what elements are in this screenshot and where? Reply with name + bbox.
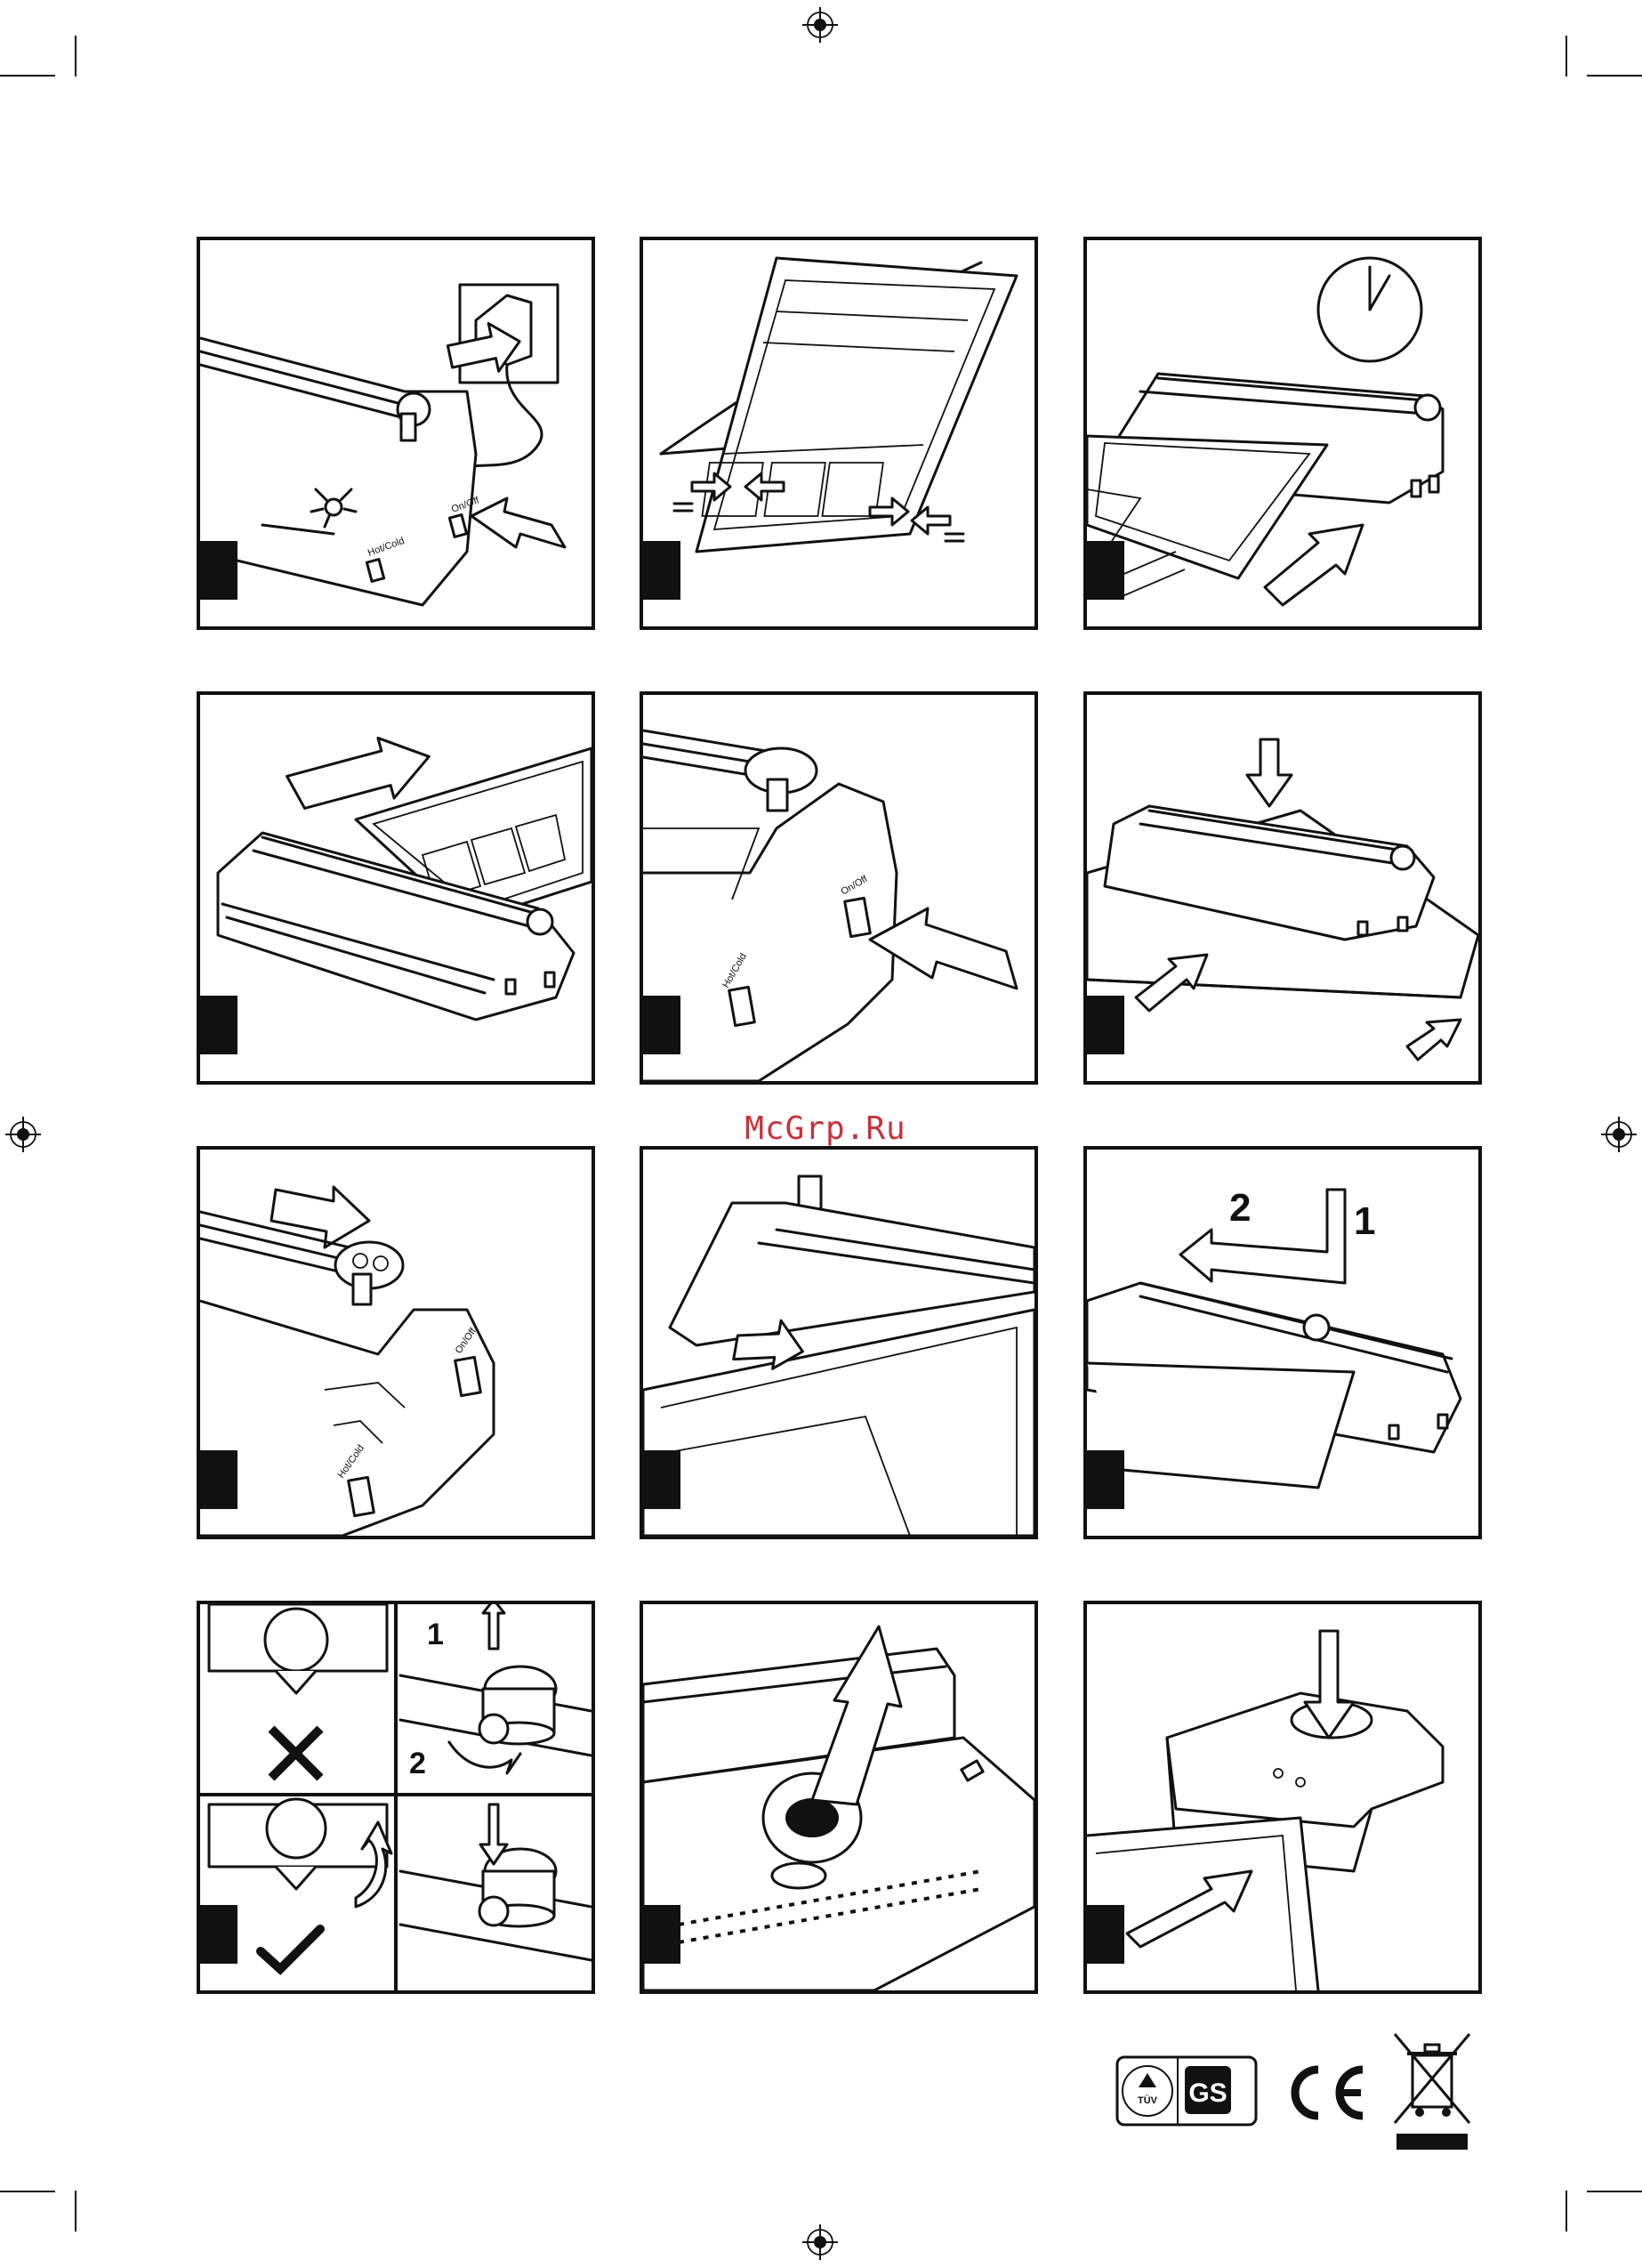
registration-mark-icon — [802, 7, 838, 43]
crop-mark — [1566, 36, 1567, 77]
step-panel-plug-in: Hot/Cold On/Off — [197, 237, 595, 630]
step-panel-pouch — [640, 237, 1038, 630]
step-number-badge — [640, 1905, 680, 1964]
check-icon — [261, 1929, 320, 1969]
crop-mark — [75, 2191, 76, 2232]
step-panel-insert-pouch — [1083, 237, 1482, 630]
crop-mark — [0, 2191, 55, 2192]
cross-icon — [271, 1729, 320, 1778]
certifications-row: TÜV GS — [1112, 2029, 1485, 2153]
step-panel-feed — [197, 691, 595, 1085]
crop-mark — [1587, 2191, 1642, 2192]
crop-mark — [1566, 2191, 1567, 2232]
step-number-two: 2 — [1229, 1186, 1251, 1230]
step-panel-flat-surface — [1083, 691, 1482, 1085]
registration-mark-icon — [1601, 1117, 1637, 1152]
clock-icon — [1318, 258, 1421, 361]
step-number-badge — [197, 1450, 237, 1509]
step-panel-cutter-direction: 2 1 — [1083, 1146, 1482, 1539]
step-number-one: 1 — [427, 1618, 444, 1651]
step-number-badge — [1083, 1905, 1124, 1964]
step-panel-corner-cutter — [1083, 1601, 1482, 1994]
step-number-two: 2 — [409, 1747, 426, 1780]
step-panel-underside — [640, 1601, 1038, 1994]
step-number-badge — [1083, 541, 1124, 600]
step-number-badge — [640, 996, 680, 1054]
step-number-badge — [197, 1905, 237, 1964]
registration-mark-icon — [802, 2224, 838, 2260]
step-number-one: 1 — [1354, 1199, 1375, 1243]
weee-bin-icon — [1388, 2029, 1477, 2153]
step-panel-blade-change: 1 2 — [197, 1601, 595, 1994]
step-number-badge — [1083, 1450, 1124, 1509]
step-panel-switch-on: On/Off Hot/Cold — [640, 691, 1038, 1085]
gs-text: GS — [1188, 2078, 1227, 2108]
step-panel-cutter-slide: On/Off Hot/Cold — [197, 1146, 595, 1539]
crop-mark — [1587, 75, 1642, 77]
step-number-badge — [197, 996, 237, 1054]
step-number-badge — [1083, 996, 1124, 1054]
tuv-gs-logo: TÜV GS — [1115, 2055, 1258, 2127]
step-number-badge — [640, 541, 680, 600]
crop-mark — [0, 75, 55, 77]
crop-mark — [75, 36, 76, 77]
step-panel-cutter-insert — [640, 1146, 1038, 1539]
watermark-text: McGrp.Ru — [736, 1110, 914, 1147]
ce-mark-icon — [1281, 2064, 1370, 2121]
step-number-badge — [640, 1450, 680, 1509]
registration-mark-icon — [5, 1117, 41, 1152]
tuv-text: TÜV — [1138, 2094, 1158, 2106]
step-number-badge — [197, 541, 237, 600]
